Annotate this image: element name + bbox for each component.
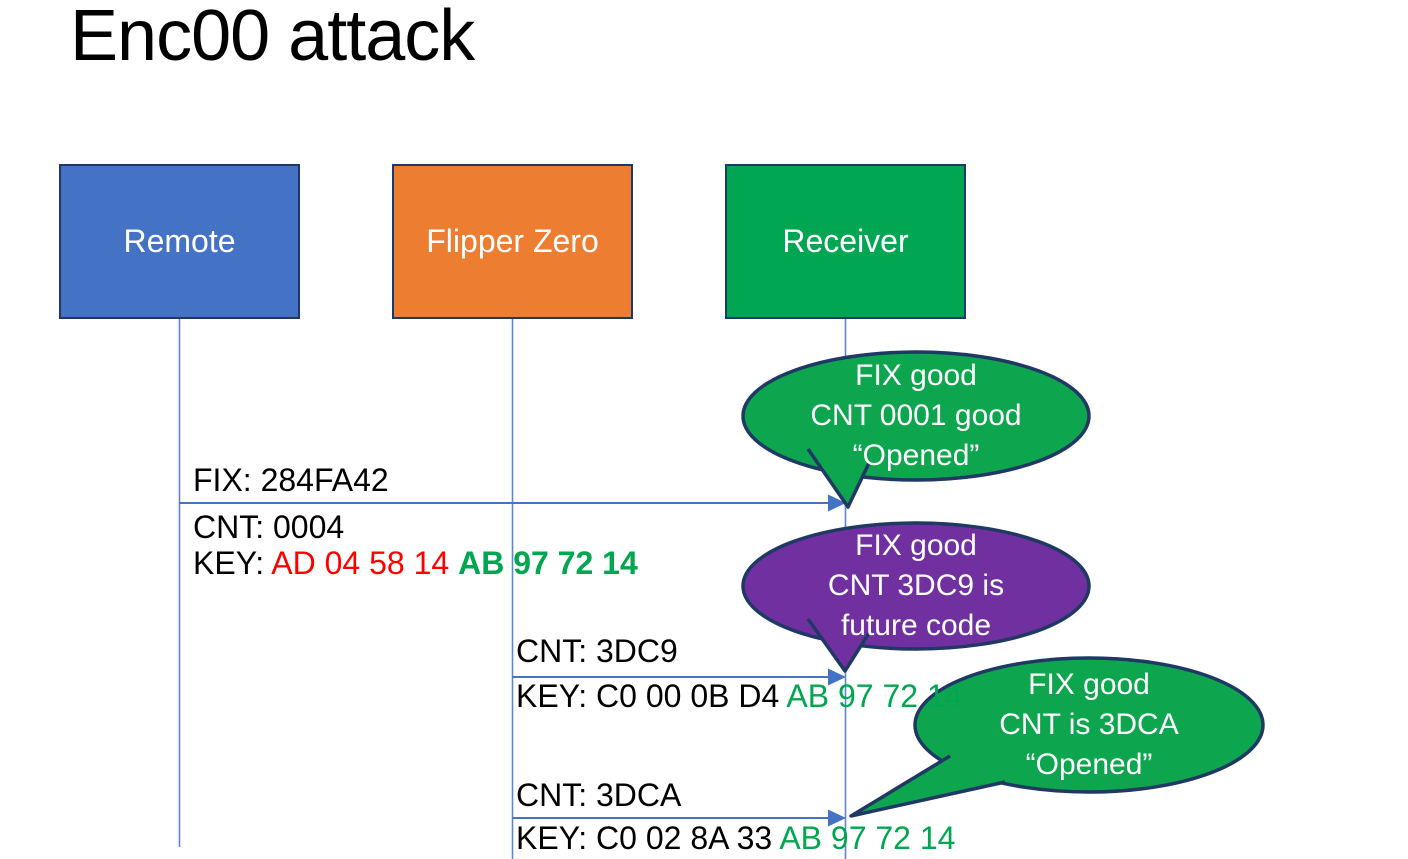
arrowhead-icon bbox=[828, 809, 846, 827]
actor-box-flipper-zero: Flipper Zero bbox=[392, 164, 633, 319]
callout-line: future code bbox=[840, 609, 992, 642]
message-1-cnt-line: CNT: 0004 bbox=[193, 509, 345, 545]
callout-line: CNT 3DC9 is bbox=[827, 569, 1005, 602]
key-label: KEY: bbox=[193, 545, 272, 581]
callout-line: FIX good bbox=[855, 359, 977, 392]
message-arrow-flipper-to-receiver-2 bbox=[512, 809, 846, 827]
message-arrow-flipper-to-receiver-1 bbox=[512, 668, 846, 686]
callout-line: FIX good bbox=[855, 529, 977, 562]
callout-3-text: FIX good CNT is 3DCA “Opened” bbox=[915, 665, 1263, 785]
actor-box-receiver: Receiver bbox=[725, 164, 966, 319]
callout-line: CNT is 3DCA bbox=[999, 708, 1179, 741]
actor-label-receiver: Receiver bbox=[782, 223, 909, 259]
callout-bubble-2 bbox=[741, 521, 1091, 673]
key-green-segment: AB 97 72 14 bbox=[779, 820, 956, 856]
slide-title: Enc00 attack bbox=[70, 0, 475, 76]
callout-line: CNT 0001 good bbox=[810, 399, 1022, 432]
callout-2-text: FIX good CNT 3DC9 is future code bbox=[743, 526, 1089, 646]
actor-label-flipper-zero: Flipper Zero bbox=[426, 223, 599, 259]
key-red-segment: AD 04 58 14 bbox=[271, 545, 459, 581]
actor-label-remote: Remote bbox=[123, 223, 236, 259]
callout-line: “Opened” bbox=[1025, 748, 1153, 781]
key-green-segment: AB 97 72 14 bbox=[786, 678, 963, 714]
callout-bubble-1 bbox=[741, 350, 1091, 509]
message-arrow-remote-to-receiver bbox=[179, 494, 846, 512]
callout-bubble-3 bbox=[849, 656, 1265, 818]
callout-1-text: FIX good CNT 0001 good “Opened” bbox=[743, 356, 1089, 476]
message-3-cnt-line: CNT: 3DCA bbox=[516, 777, 682, 813]
arrowhead-icon bbox=[828, 668, 846, 686]
callout-line: “Opened” bbox=[852, 439, 980, 472]
callout-line: FIX good bbox=[1028, 668, 1150, 701]
callout-2-tail bbox=[806, 617, 871, 673]
key-green-segment: AB 97 72 14 bbox=[458, 545, 638, 581]
message-3-key-line: KEY: C0 02 8A 33 AB 97 72 14 bbox=[516, 821, 955, 855]
callout-2-ellipse bbox=[741, 521, 1091, 651]
message-1-fix-line: FIX: 284FA42 bbox=[193, 462, 389, 498]
arrowhead-icon bbox=[828, 494, 846, 512]
key-label: KEY: C0 00 0B D4 bbox=[516, 678, 787, 714]
actor-box-remote: Remote bbox=[59, 164, 300, 319]
callout-1-ellipse bbox=[741, 350, 1091, 482]
key-label: KEY: C0 02 8A 33 bbox=[516, 820, 780, 856]
message-2-key-line: KEY: C0 00 0B D4 AB 97 72 14 bbox=[516, 679, 963, 713]
message-2-cnt-line: CNT: 3DC9 bbox=[516, 633, 678, 669]
callout-1-tail bbox=[806, 448, 871, 509]
message-1-key-line: KEY: AD 04 58 14 AB 97 72 14 bbox=[193, 546, 638, 580]
callout-3-ellipse bbox=[913, 656, 1265, 794]
callout-3-tail bbox=[849, 754, 1006, 818]
